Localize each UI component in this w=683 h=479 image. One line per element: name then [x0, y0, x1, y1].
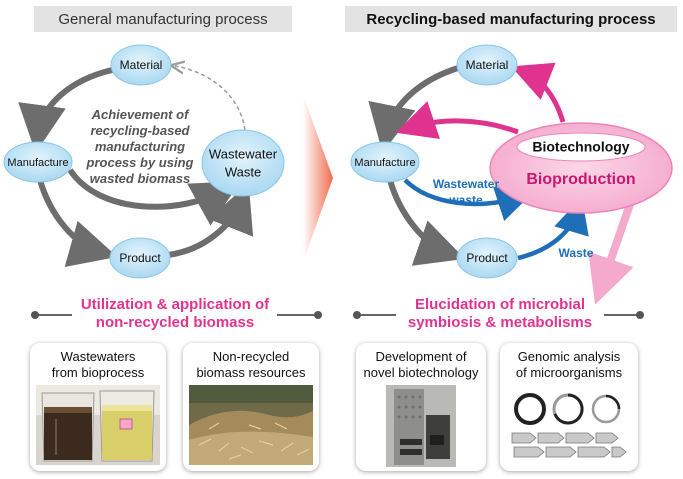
biomass-photo: [189, 385, 313, 465]
card-biomass-title-2: biomass resources: [196, 365, 306, 380]
beakers-photo: [36, 385, 160, 465]
node-r-manufacture-label: Manufacture: [354, 157, 415, 169]
flow-label-wastewater-1: Wastewater: [433, 177, 500, 191]
genome-ring-icon-1: [514, 393, 546, 425]
card-biotech-dev: Development of novel biotechnology: [356, 343, 486, 471]
node-r-product: [456, 237, 518, 279]
arrow-waste-to-material-dashed: [175, 66, 246, 131]
center-text-line-5: wasted biomass: [90, 171, 190, 186]
node-material-label: Material: [120, 58, 163, 72]
center-text-line-2: recycling-based: [91, 123, 191, 138]
left-subtitle-line-1: Utilization & application of: [81, 296, 270, 313]
card-genomic-title-2: of microorganisms: [515, 365, 623, 380]
left-diagram: Material Manufacture Wastewater Waste Pr…: [3, 44, 285, 279]
flow-label-waste: Waste: [559, 246, 594, 260]
genome-ring-icon-2: [553, 393, 584, 425]
left-subtitle-line-2: non-recycled biomass: [96, 314, 254, 331]
center-text-line-3: manufacturing: [95, 139, 185, 154]
center-text-line-1: Achievement of: [91, 107, 190, 122]
card-biotech-dev-title-2: novel biotechnology: [363, 365, 479, 380]
gene-cluster-icon: [511, 432, 627, 458]
arrow-r-manufacture-to-product: [387, 179, 465, 266]
arrow-manufacture-to-product: [37, 179, 118, 267]
right-subtitle-line-1: Elucidation of microbial: [415, 296, 585, 313]
card-genomic-title-1: Genomic analysis: [517, 349, 621, 364]
arrow-r-material-to-manufacture: [368, 65, 459, 153]
arrow-product-to-waste: [167, 183, 254, 258]
node-product: [109, 237, 171, 279]
right-subtitle-line-2: symbiosis & metabolisms: [408, 314, 592, 331]
node-material: [110, 44, 172, 86]
flow-label-wastewater-2: waste: [448, 193, 483, 207]
reactor-photo: [386, 385, 456, 467]
arrow-biotech-to-material: [511, 62, 566, 123]
node-biotechnology-label: Biotechnology: [532, 139, 629, 155]
node-wastewater: [201, 129, 285, 197]
node-wastewater-label-1: Wastewater: [209, 146, 278, 161]
card-biomass-title-1: Non-recycled: [212, 349, 290, 364]
right-subtitle-divider: [353, 311, 644, 319]
right-header-text: Recycling-based manufacturing process: [366, 10, 656, 28]
right-panel-header: Recycling-based manufacturing process: [345, 6, 677, 32]
node-r-product-label: Product: [466, 251, 508, 265]
card-biotech-dev-title-1: Development of: [375, 349, 467, 364]
center-text-line-4: process by using: [86, 155, 194, 170]
card-wastewaters-title-2: from bioprocess: [51, 365, 145, 380]
genome-maps: [511, 393, 627, 458]
left-header-text: General manufacturing process: [58, 10, 268, 28]
node-biotechnology: [516, 132, 646, 162]
arrow-material-to-manufacture: [18, 67, 113, 153]
node-r-material-label: Material: [466, 58, 509, 72]
genome-ring-icon-3: [605, 394, 621, 410]
card-biomass-title: Non-recycled biomass resources: [183, 349, 319, 381]
card-biomass: Non-recycled biomass resources: [183, 343, 319, 471]
arrow-manufacture-to-waste: [67, 168, 241, 226]
card-wastewaters-title: Wastewaters from bioprocess: [30, 349, 166, 381]
arrow-biotech-to-manufacture: [395, 101, 519, 140]
node-wastewater-label-2: Waste: [225, 164, 261, 179]
card-genomic-title: Genomic analysis of microorganisms: [500, 349, 638, 381]
card-biotech-dev-title: Development of novel biotechnology: [356, 349, 486, 381]
arrow-product-to-bioproduction: [517, 197, 589, 261]
transition-arrow-icon: [303, 95, 333, 262]
card-wastewaters-title-1: Wastewaters: [60, 349, 136, 364]
left-panel-header: General manufacturing process: [34, 6, 292, 32]
right-diagram: Material Manufacture Product Biotechnolo…: [350, 44, 673, 305]
card-genomic: Genomic analysis of microorganisms: [500, 343, 638, 471]
left-subtitle-divider: [31, 311, 322, 319]
card-wastewaters: Wastewaters from bioprocess: [30, 343, 166, 471]
node-manufacture-label: Manufacture: [7, 157, 68, 169]
node-r-material: [456, 44, 518, 86]
arrow-manufacture-to-bioproduction: [403, 178, 533, 222]
node-manufacture: [3, 141, 73, 183]
node-r-manufacture: [350, 141, 420, 183]
node-bioproduction-label: Bioproduction: [526, 171, 635, 188]
node-product-label: Product: [119, 251, 161, 265]
